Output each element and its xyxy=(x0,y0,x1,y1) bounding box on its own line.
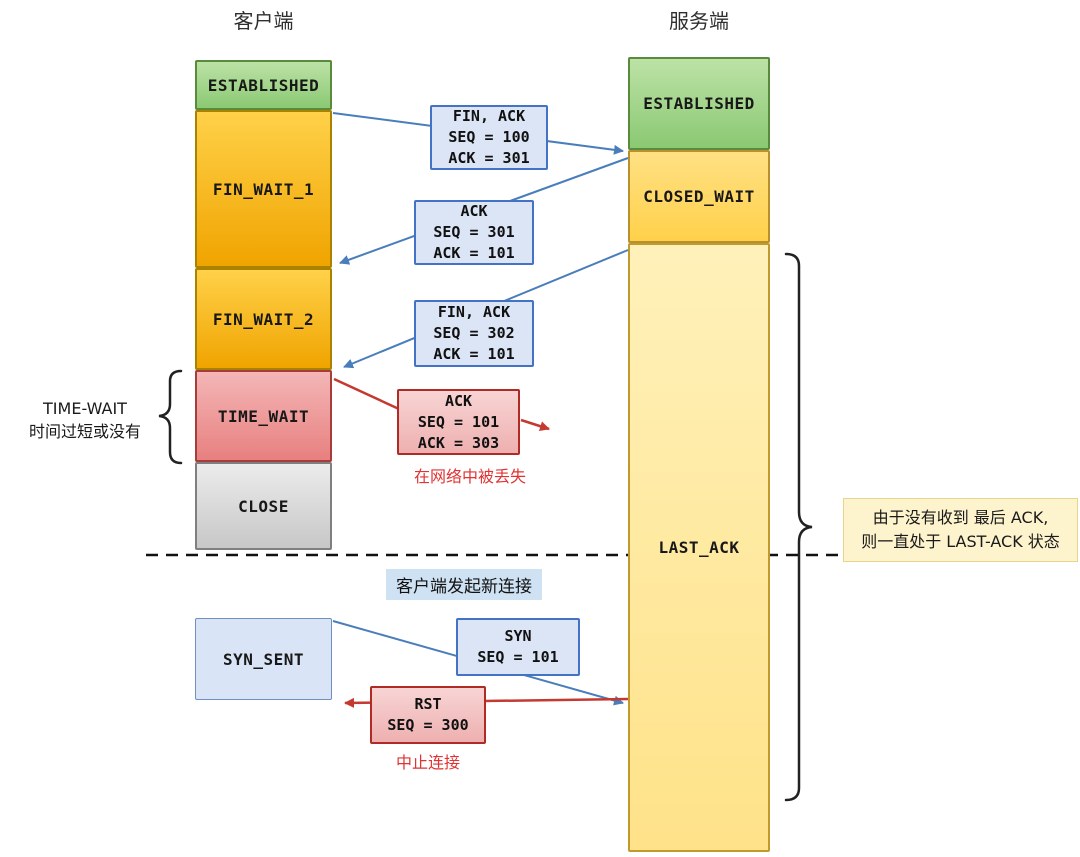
msg-ack-seq301: ACK SEQ = 301 ACK = 101 xyxy=(414,200,534,265)
lost-in-network-caption: 在网络中被丢失 xyxy=(413,467,526,486)
msg-line: ACK xyxy=(444,391,473,410)
server-state-last-ack: LAST_ACK xyxy=(628,243,770,852)
lost-ack-line-from-time-wait xyxy=(333,377,400,411)
time-wait-brace xyxy=(158,369,183,465)
client-state-close: CLOSE xyxy=(195,462,332,550)
msg-line: SYN xyxy=(504,627,532,645)
state-label: CLOSE xyxy=(238,496,289,516)
state-label: FIN_WAIT_2 xyxy=(212,309,315,329)
msg-line: ACK = 303 xyxy=(417,433,500,452)
msg-fin-ack-seq302: FIN, ACK SEQ = 302 ACK = 101 xyxy=(414,300,534,367)
state-label: CLOSED_WAIT xyxy=(643,187,755,206)
state-label: SYN_SENT xyxy=(222,649,305,669)
time-wait-note-line1: TIME-WAIT xyxy=(43,399,127,418)
state-label: ESTABLISHED xyxy=(207,75,320,95)
msg-ack-lost: ACK SEQ = 101 ACK = 303 xyxy=(397,389,520,455)
time-wait-note-line2: 时间过短或没有 xyxy=(28,422,141,441)
msg-line: FIN, ACK xyxy=(437,303,511,321)
msg-line: SEQ = 300 xyxy=(387,716,469,734)
last-ack-note-line1: 由于没有收到 最后 ACK, xyxy=(872,508,1049,527)
new-connection-label: 客户端发起新连接 xyxy=(386,569,542,600)
last-ack-note: 由于没有收到 最后 ACK, 则一直处于 LAST-ACK 状态 xyxy=(843,498,1078,562)
msg-line: ACK xyxy=(460,202,488,220)
last-ack-note-line2: 则一直处于 LAST-ACK 状态 xyxy=(861,532,1060,551)
msg-line: ACK = 101 xyxy=(433,345,515,363)
client-state-fin-wait-2: FIN_WAIT_2 xyxy=(195,268,332,370)
client-state-fin-wait-1: FIN_WAIT_1 xyxy=(195,110,332,268)
msg-syn: SYN SEQ = 101 xyxy=(456,618,580,676)
msg-line: SEQ = 302 xyxy=(433,324,515,342)
msg-line: SEQ = 101 xyxy=(477,648,559,666)
msg-line: SEQ = 301 xyxy=(433,223,515,241)
state-label: TIME_WAIT xyxy=(217,406,310,426)
state-label: ESTABLISHED xyxy=(643,94,755,113)
server-column-title: 服务端 xyxy=(669,9,729,33)
msg-line: FIN, ACK xyxy=(452,107,526,125)
last-ack-brace xyxy=(784,252,813,802)
server-state-established: ESTABLISHED xyxy=(628,57,770,150)
state-label: LAST_ACK xyxy=(658,538,740,557)
msg-line: ACK = 301 xyxy=(448,149,530,167)
msg-line: SEQ = 101 xyxy=(417,412,500,431)
client-state-time-wait: TIME_WAIT xyxy=(195,370,332,462)
msg-fin-ack-seq100: FIN, ACK SEQ = 100 ACK = 301 xyxy=(430,105,548,170)
client-state-established: ESTABLISHED xyxy=(195,60,332,110)
client-state-syn-sent: SYN_SENT xyxy=(195,618,332,700)
abort-connection-caption: 中止连接 xyxy=(395,753,460,772)
msg-rst: RST SEQ = 300 xyxy=(370,686,486,744)
client-column-title: 客户端 xyxy=(233,9,294,33)
msg-line: RST xyxy=(414,695,442,713)
state-label: FIN_WAIT_1 xyxy=(212,179,315,199)
server-state-closed-wait: CLOSED_WAIT xyxy=(628,150,770,243)
msg-line: SEQ = 100 xyxy=(448,128,530,146)
time-wait-note: TIME-WAIT 时间过短或没有 xyxy=(10,397,160,443)
lost-ack-arrow-stub xyxy=(520,418,550,432)
msg-line: ACK = 101 xyxy=(433,244,515,262)
